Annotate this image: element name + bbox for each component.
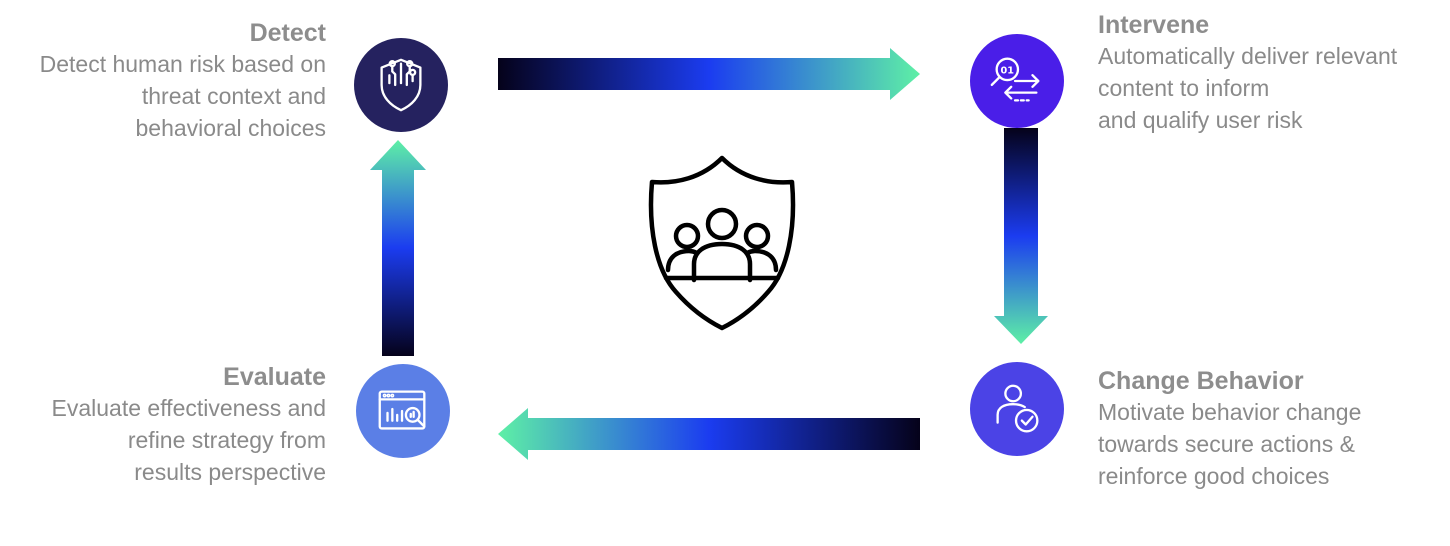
step-title: Detect	[249, 19, 326, 47]
step-evaluate: Evaluate Evaluate effectiveness and refi…	[0, 362, 326, 488]
search-exchange-icon: 01	[990, 57, 1040, 102]
step-detect: Detect Detect human risk based on threat…	[0, 18, 326, 144]
arrow-detect-to-intervene	[498, 48, 920, 100]
arrow-evaluate-to-detect	[370, 140, 426, 356]
step-title: Evaluate	[223, 363, 326, 391]
step-description: Motivate behavior change towards secure …	[1098, 399, 1362, 489]
step-title: Change Behavior	[1098, 367, 1304, 395]
step-description: Automatically deliver relevant content t…	[1098, 43, 1398, 133]
shield-users-icon	[648, 155, 796, 331]
arrow-change-to-evaluate	[498, 408, 920, 460]
intervene-circle: 01	[970, 34, 1064, 128]
change-behavior-circle	[970, 362, 1064, 456]
detect-circle	[354, 38, 448, 132]
step-description: Detect human risk based on threat contex…	[39, 51, 326, 141]
evaluate-circle	[356, 364, 450, 458]
step-description: Evaluate effectiveness and refine strate…	[51, 395, 326, 485]
step-intervene: Intervene Automatically deliver relevant…	[1098, 10, 1448, 136]
step-title: Intervene	[1098, 11, 1210, 39]
report-magnifier-icon	[378, 390, 426, 430]
shield-circuit-icon	[380, 58, 422, 112]
user-check-icon	[996, 384, 1039, 433]
svg-text:01: 01	[1001, 66, 1015, 77]
step-change-behavior: Change Behavior Motivate behavior change…	[1098, 366, 1448, 492]
arrow-intervene-to-change	[994, 128, 1048, 344]
